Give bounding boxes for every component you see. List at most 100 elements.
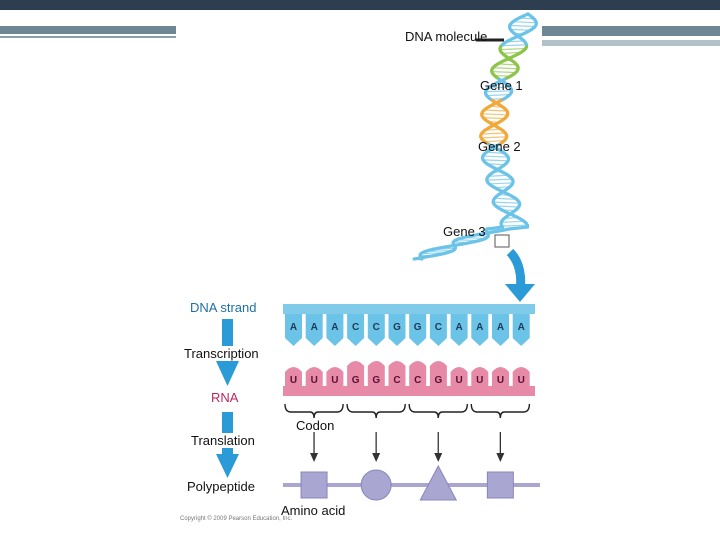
dna-base-tooth [347,314,365,346]
rna-base-letter: C [393,375,400,386]
dna-base-letter: A [311,322,318,333]
rna-base-letter: U [311,375,318,386]
helix-rung [491,70,517,74]
helix-rung [489,86,510,89]
helix-rung [483,117,506,120]
dna-base-tooth [450,314,468,346]
helix-rung [486,178,513,181]
helix-strand-segment [485,225,505,231]
helix-rung [493,201,520,204]
amino-acids [300,464,514,501]
helix-rung [512,21,537,24]
helix-rung [481,132,506,135]
gene1-label: Gene 1 [480,78,523,93]
helix-rung [492,67,519,70]
helix-rung [509,24,536,28]
gene2-label: Gene 2 [478,139,521,154]
gene3-label: Gene 3 [443,224,486,239]
dna-molecule-label: DNA molecule [405,29,488,44]
dna-base-letter: G [414,322,422,333]
dna-base-letter: A [331,322,338,333]
codon-to-amino-arrows [310,432,505,462]
rna-base-tooth [492,367,509,386]
dna-base-letter: C [352,322,359,333]
slide-decoration-right [542,26,720,36]
dna-base-tooth [512,314,530,346]
dna-base-tooth [429,314,447,346]
rna-label: RNA [211,390,239,405]
amino-acid-circle [360,469,392,501]
dna-base-tooth [388,314,406,346]
dna-strand-backbone [283,304,535,314]
helix-rung [486,151,504,154]
slide-decoration-right-thin [542,40,720,46]
transcription-arrow-shaft [222,319,233,361]
dna-base-letter: A [497,322,504,333]
dna-double-helix [412,12,538,261]
rna-base-tooth [429,361,447,386]
rna-base-letter: U [518,375,525,386]
dna-base-letter: G [393,322,401,333]
codon-arrow-head [310,453,319,462]
helix-rung [508,40,525,43]
codon-brace [346,403,406,419]
rna-base-tooth [367,361,385,386]
rna-backbone [283,386,535,396]
helix-rung [501,220,525,223]
rna-base-letter: G [435,375,443,386]
slide-decoration-left [0,26,176,34]
rna-base-tooth [512,367,530,386]
helix-rung [489,174,509,177]
codon-brace [470,403,531,419]
dna-base-tooth [305,314,323,346]
rna-base-letter: G [372,375,380,386]
rna-base-tooth [450,367,468,386]
helix-rung [502,44,527,47]
dna-base-tooth [492,314,509,346]
helix-rung [501,224,528,227]
transcription-label: Transcription [182,346,261,361]
slide-top-bar [0,0,720,10]
helix-rung [480,136,507,139]
amino-acid-label: Amino acid [281,503,346,518]
dna-base-tooth [326,314,344,346]
rna-base-tooth [285,367,302,386]
dna-strand-label: DNA strand [190,300,257,315]
codon-brace [408,403,468,419]
dna-base-tooth [367,314,385,346]
helix-rung [483,159,509,162]
dna-base-letter: C [435,322,442,333]
dna-base-letter: C [373,322,380,333]
helix-strand-segment [412,256,423,261]
codon-arrow-head [372,453,381,462]
codon-arrow-head [434,453,443,462]
helix-rung [485,90,512,93]
dna-base-letter: A [290,322,297,333]
polypeptide-label: Polypeptide [187,479,255,494]
dna-base-tooth [471,314,489,346]
helix-rung [482,155,508,158]
amino-acid-square [300,471,328,499]
translation-arrow-head [216,454,239,478]
helix-rung [499,47,526,51]
rna-base-tooth [347,361,365,386]
rna-base-letter: U [497,375,504,386]
slide-decoration-left-thin [0,36,176,38]
copyright-notice: Copyright © 2009 Pearson Education, Inc. [180,516,293,522]
codon-brace [284,403,344,419]
dna-base-tooth [409,314,427,346]
rna-base-tooth [388,361,406,386]
codon-braces [284,403,531,419]
rna-base-letter: U [476,375,483,386]
dna-base-letter: A [455,322,462,333]
rna-base-letter: C [414,375,421,386]
helix-rung [495,205,520,208]
gene3-marker-box [494,234,510,248]
zoom-arrow-head [505,284,535,302]
rna-base-letter: U [455,375,462,386]
codon-label: Codon [296,418,335,433]
dna-base-letter: A [476,322,483,333]
